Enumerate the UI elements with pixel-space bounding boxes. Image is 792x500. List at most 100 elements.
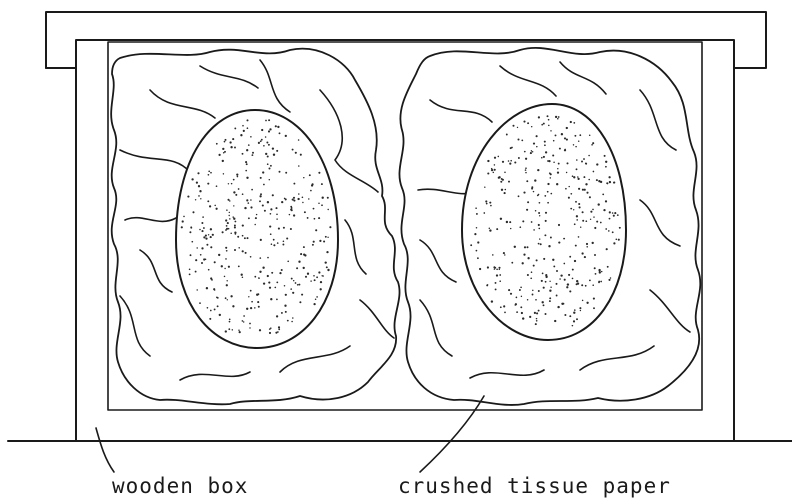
egg-speckle <box>219 314 221 316</box>
egg-speckle <box>234 225 236 227</box>
egg-speckle <box>594 227 596 229</box>
egg-speckle <box>248 144 250 146</box>
egg-speckle <box>538 290 540 292</box>
egg-speckle <box>555 134 557 136</box>
egg-speckle <box>541 280 543 282</box>
egg-speckle <box>251 189 253 191</box>
egg-speckle <box>543 123 545 125</box>
egg-speckle <box>267 163 269 165</box>
egg-speckle <box>559 278 561 280</box>
egg-speckle <box>550 193 552 195</box>
egg-speckle <box>305 276 307 278</box>
egg-speckle <box>544 141 546 143</box>
egg-speckle <box>491 169 493 171</box>
egg-speckle <box>274 287 276 289</box>
egg-speckle <box>189 268 191 270</box>
egg-speckle <box>574 135 576 137</box>
egg-speckle <box>318 172 320 174</box>
egg-speckle <box>260 239 262 241</box>
egg-speckle <box>232 329 233 330</box>
egg-speckle <box>584 256 586 258</box>
egg-speckle <box>588 179 590 181</box>
egg-speckle <box>530 152 532 154</box>
egg-speckle <box>278 326 280 328</box>
egg-speckle <box>278 228 280 230</box>
egg-speckle <box>195 259 197 261</box>
egg-speckle <box>609 211 611 213</box>
egg-speckle <box>531 150 532 151</box>
egg-speckle <box>591 144 593 146</box>
egg-speckle <box>200 198 201 199</box>
egg-speckle <box>608 176 610 178</box>
egg-speckle <box>195 199 196 200</box>
egg-speckle <box>572 175 574 177</box>
egg-speckle <box>285 135 287 137</box>
egg-speckle <box>300 253 302 255</box>
egg-speckle <box>568 197 570 199</box>
egg-speckle <box>547 202 549 204</box>
egg-speckle <box>564 137 566 139</box>
egg-speckle <box>536 320 538 322</box>
egg-speckle <box>272 194 274 196</box>
egg-speckle <box>298 165 300 167</box>
egg-speckle <box>586 246 588 248</box>
egg-speckle <box>568 186 569 187</box>
egg-speckle <box>509 163 511 165</box>
egg-speckle <box>217 297 219 299</box>
egg-speckle <box>579 206 581 208</box>
egg-speckle <box>235 194 237 196</box>
egg-speckle <box>532 290 533 291</box>
egg-speckle <box>583 158 585 160</box>
egg-speckle <box>561 133 563 135</box>
egg-speckle <box>259 200 261 202</box>
egg-speckle <box>547 183 549 185</box>
egg-speckle <box>307 273 309 275</box>
egg-speckle <box>234 249 236 251</box>
egg-speckle <box>285 172 287 174</box>
egg-speckle <box>208 269 210 271</box>
egg-speckle <box>207 307 209 309</box>
egg-speckle <box>538 310 540 312</box>
egg-speckle <box>293 197 295 199</box>
egg-speckle <box>610 277 612 279</box>
egg-speckle <box>224 141 226 143</box>
egg-speckle <box>498 156 500 158</box>
egg-speckle <box>321 204 323 206</box>
egg-speckle <box>259 195 261 197</box>
egg-left <box>176 110 338 348</box>
egg-speckle <box>236 173 238 175</box>
egg-speckle <box>242 125 244 127</box>
egg-speckle <box>616 239 618 241</box>
egg-speckle <box>248 217 250 219</box>
egg-speckle <box>192 211 194 213</box>
egg-speckle <box>533 265 535 267</box>
egg-speckle <box>504 254 505 255</box>
egg-speckle <box>605 228 607 230</box>
egg-speckle <box>246 149 248 151</box>
egg-speckle <box>549 300 551 302</box>
egg-speckle <box>321 183 323 185</box>
egg-speckle <box>203 236 205 238</box>
egg-speckle <box>227 222 229 224</box>
egg-speckle <box>254 307 256 309</box>
egg-speckle <box>264 210 266 212</box>
egg-speckle <box>196 182 198 184</box>
egg-speckle <box>550 177 552 179</box>
egg-speckle <box>558 163 560 165</box>
egg-speckle <box>312 183 314 185</box>
egg-speckle <box>285 294 287 296</box>
egg-speckle <box>196 247 197 248</box>
egg-speckle <box>282 244 284 246</box>
egg-speckle <box>531 126 532 127</box>
egg-speckle <box>594 254 596 256</box>
egg-speckle <box>313 208 315 210</box>
egg-speckle <box>277 242 279 244</box>
egg-speckle <box>210 246 212 248</box>
egg-speckle <box>554 320 556 322</box>
egg-speckle <box>242 276 244 278</box>
egg-speckle <box>322 197 324 199</box>
egg-speckle <box>310 280 311 281</box>
egg-speckle <box>511 147 513 149</box>
egg-speckle <box>578 236 580 238</box>
egg-speckle <box>314 279 316 281</box>
